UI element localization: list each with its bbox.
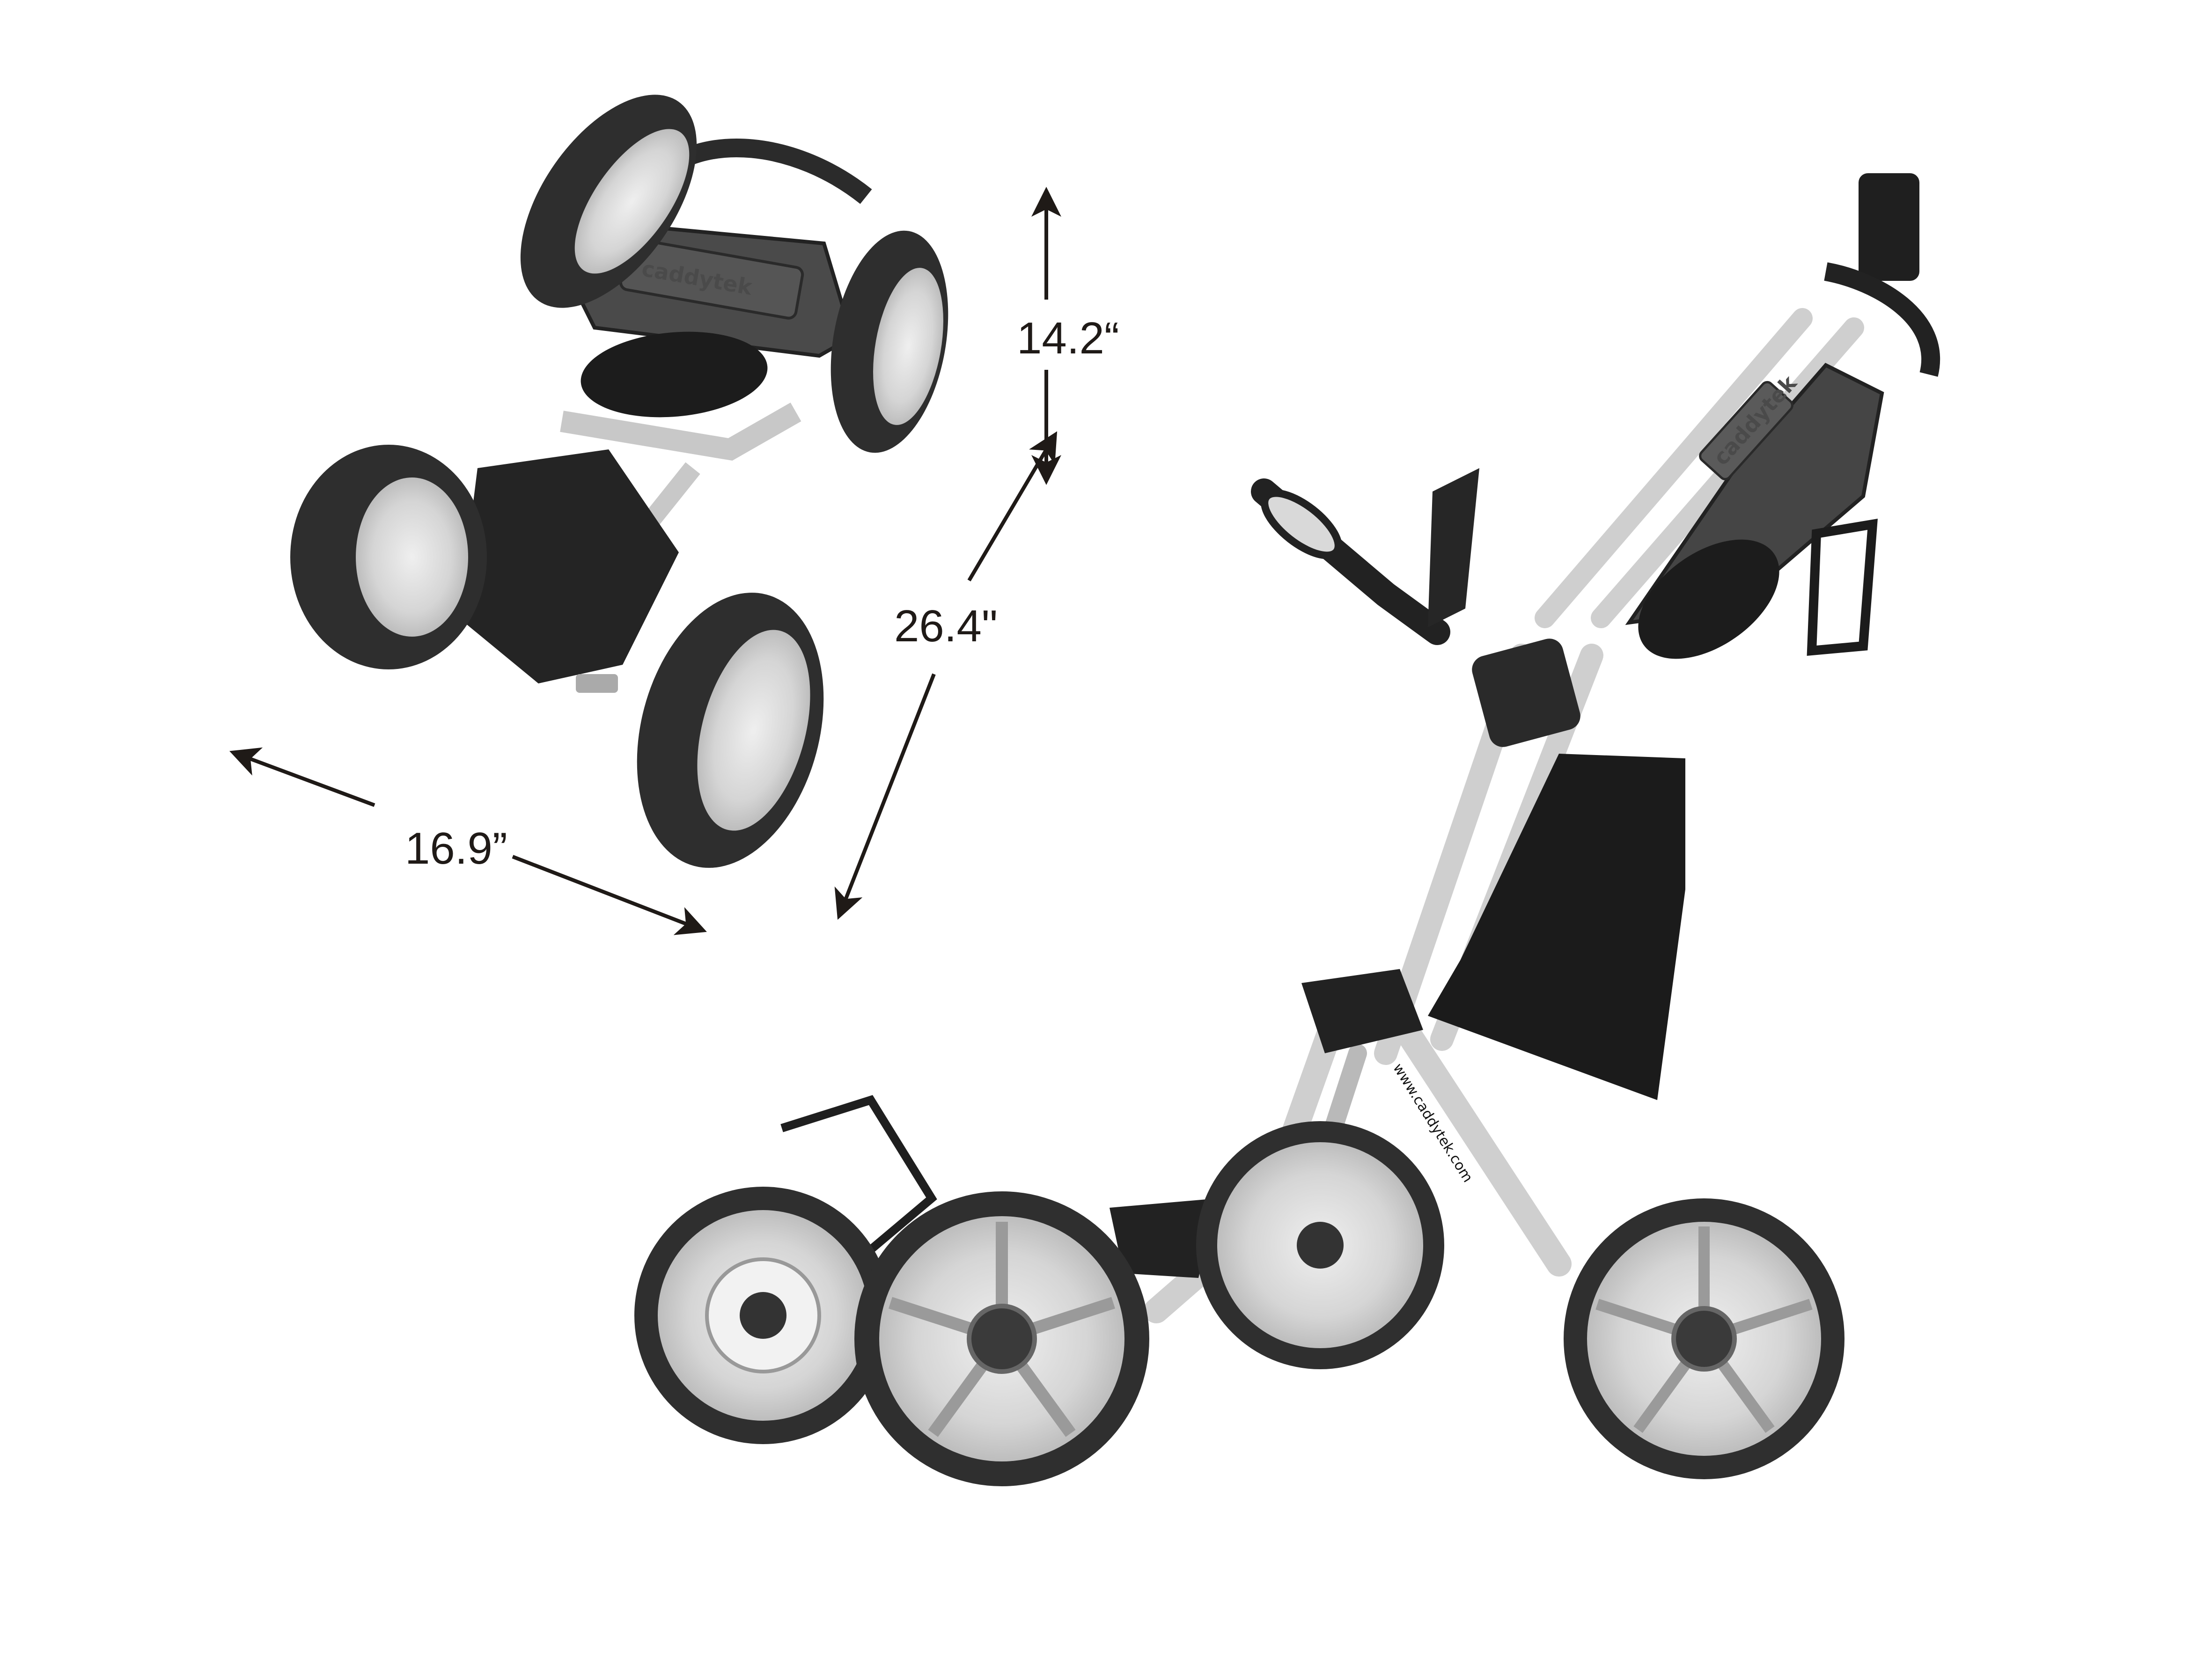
folded-cart: caddytek [290, 95, 948, 868]
height-dimension-label: 14.2“ [1017, 313, 1119, 363]
length-arrow-up [967, 431, 1058, 582]
folded-wheel-bottom-left [290, 445, 487, 669]
wheel-front-left [854, 1191, 1149, 1486]
width-arrow-left [229, 747, 375, 807]
folded-wheel-top-right [830, 230, 948, 453]
width-arrow-right [512, 855, 707, 935]
length-dimension-label: 26.4" [894, 601, 998, 651]
width-dimension-label: 16.9” [405, 823, 507, 874]
umbrella-holder [1859, 173, 1919, 281]
wheel-front-right [1196, 1121, 1444, 1369]
folded-wheel-top-left [520, 95, 697, 308]
dimension-arrows [229, 187, 1061, 935]
open-cart: www.caddytek.com caddytek [634, 173, 1940, 1486]
wheel-rear-left [634, 1187, 892, 1444]
length-arrow-down [834, 673, 936, 920]
wheel-rear-right [1564, 1198, 1845, 1479]
folded-wheel-bottom-right [637, 593, 824, 868]
storage-bag [1428, 754, 1685, 1100]
cup-holder [1807, 519, 1878, 656]
mesh-basket [1638, 539, 1779, 659]
